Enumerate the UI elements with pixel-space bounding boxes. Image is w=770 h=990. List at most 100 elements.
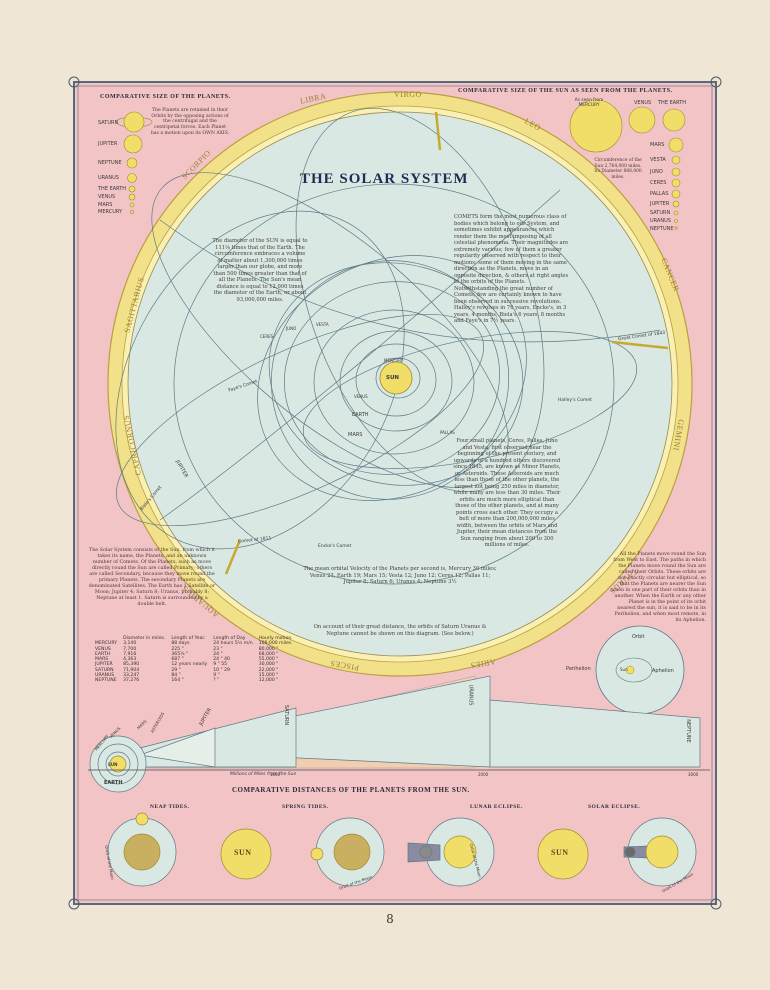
table-cell: 84 " xyxy=(171,672,181,678)
page-number: 8 xyxy=(386,912,394,926)
table-cell: 10 " 29 xyxy=(213,667,230,673)
comet-tails xyxy=(224,111,669,575)
table-cell: SATURN xyxy=(95,667,114,673)
orbit-diagram-orbit: Orbit xyxy=(632,634,645,640)
label-halleys-comet: Halley's Comet xyxy=(558,398,592,403)
table-header: Hourly motion. xyxy=(258,636,293,641)
table-cell: 80,000 " xyxy=(258,646,279,652)
sun-size-circles xyxy=(569,99,686,230)
sun-size-venus: VENUS xyxy=(634,100,652,106)
orbits xyxy=(115,107,661,585)
central-sun xyxy=(379,361,413,395)
distance-sun: SUN xyxy=(108,762,118,767)
table-cell: 109,000 miles xyxy=(258,641,292,647)
table-cell: 71,904 xyxy=(123,667,140,673)
label-mercury: MERCURY xyxy=(384,358,404,363)
table-header-row: Diameter in miles. Length of Year. Lengt… xyxy=(92,636,296,641)
sun-size-pallas: PALLAS xyxy=(650,191,669,197)
label-mars: MARS xyxy=(348,432,363,438)
lunar-eclipse-label: LUNAR ECLIPSE. xyxy=(470,804,523,810)
table-cell: 164 " xyxy=(171,678,184,684)
distances-header: COMPARATIVE DISTANCES OF THE PLANETS FRO… xyxy=(232,786,470,794)
table-cell: MARS xyxy=(95,657,109,663)
planets-retained-note: The Planets are retained in their Orbits… xyxy=(150,108,230,136)
sun-circumference-note: Circumference of the Sun 2,764,000 miles… xyxy=(594,158,642,180)
sun-size-juno: JUNO xyxy=(650,169,663,175)
sun-disk-label-2: SUN xyxy=(551,848,569,857)
velocity-paragraph: The mean orbital Velocity of the Planets… xyxy=(303,566,497,585)
label-juno: JUNO xyxy=(286,326,297,331)
distance-tick-3000: 3000 xyxy=(688,772,699,777)
zodiac-virgo: VIRGO xyxy=(394,90,422,99)
table-cell: 7,700 xyxy=(123,646,137,652)
table-cell: 33,247 xyxy=(123,672,140,678)
sun-size-saturn: SATURN xyxy=(650,210,671,216)
orbit-diagram-aphelion: Aphelion xyxy=(652,668,674,674)
sun-paragraph: The diameter of the SUN is equal to 111⅛… xyxy=(212,238,308,303)
size-label-jupiter: JUPITER xyxy=(98,141,118,147)
table-cell: 24 " 40 xyxy=(213,657,230,663)
label-venus: VENUS xyxy=(354,394,368,399)
size-label-mercury: MERCURY xyxy=(98,209,123,215)
table-cell: JUPITER xyxy=(95,662,113,668)
table-cell: 15,000 " xyxy=(258,672,279,678)
distance-uranus: URANUS xyxy=(467,684,474,706)
table-cell: 55,000 " xyxy=(258,657,279,663)
distance-tick-2000: 2000 xyxy=(478,772,489,777)
comets-paragraph: COMETS form the most numerous class of b… xyxy=(454,214,569,324)
label-ceres: CERES xyxy=(260,334,274,339)
table-header: Length of Day xyxy=(213,636,246,641)
sun-size-jupiter: JUPITER xyxy=(650,201,670,207)
size-label-neptune: NEPTUNE xyxy=(98,160,122,166)
label-vesta: VESTA xyxy=(316,322,329,327)
table-cell: 9 " xyxy=(213,672,220,678)
right-paragraph: All the Planets move round the Sun from … xyxy=(610,552,706,623)
distance-neptune: NEPTUNE xyxy=(684,719,691,743)
size-label-uranus: URANUS xyxy=(98,175,119,181)
table-cell: URANUS xyxy=(95,672,115,678)
table-cell: 24 hours 5½ m/n xyxy=(213,641,253,647)
table-cell: 22,000 " xyxy=(258,667,279,673)
table-cell: ? " xyxy=(213,678,220,684)
table-cell: 3,140 xyxy=(123,641,137,647)
table-cell: 30,000 " xyxy=(258,662,279,668)
label-enckes-comet: Encke's Comet xyxy=(318,544,352,549)
table-cell: 88 days xyxy=(171,641,190,647)
table-cell: 68,000 " xyxy=(258,651,279,657)
page-title: THE SOLAR SYSTEM xyxy=(300,171,469,187)
table-cell: 23 " xyxy=(213,646,223,652)
table-cell: 29 " xyxy=(171,667,181,673)
table-cell: 85,390 xyxy=(123,662,140,668)
table-cell: 12,000 " xyxy=(258,678,279,684)
table-cell: 687 " xyxy=(171,657,184,663)
sun-size-mars: MARS xyxy=(650,142,665,148)
size-label-saturn: SATURN xyxy=(98,120,119,126)
orbits-note: On account of their great distance, the … xyxy=(313,624,487,637)
spring-tides-label: SPRING TIDES. xyxy=(282,804,329,810)
table-row: MERCURY 3,140 88 days 24 hours 5½ m/n 109,00… xyxy=(92,641,296,646)
table-cell: 225 " xyxy=(171,646,184,652)
table-cell: 7,916 xyxy=(123,651,137,657)
label-earth: EARTH xyxy=(352,412,369,418)
table-cell: 12 years nearly xyxy=(171,662,208,668)
left-paragraph: The Solar System consists of the Sun, fr… xyxy=(88,548,216,607)
table-cell: MERCURY xyxy=(95,641,118,647)
label-pallas: PALLAS xyxy=(440,430,455,435)
table-row: MARS 4,363 687 " 24 " 40 55,000 " xyxy=(92,657,296,662)
solar-eclipse-label: SOLAR ECLIPSE. xyxy=(588,804,641,810)
table-header: Diameter in miles. xyxy=(123,636,166,641)
distance-tick-1000: 1000 xyxy=(270,772,281,777)
sun-size-mercury: As seen from MERCURY xyxy=(574,98,604,108)
corner-ornaments xyxy=(68,76,722,910)
table-cell: 24 " xyxy=(213,651,223,657)
table-cell: 4,363 xyxy=(123,657,137,663)
table-cell: 365¼ " xyxy=(171,651,189,657)
size-label-venus: VENUS xyxy=(98,194,116,200)
distance-axis-label: Millions of Miles from the Sun xyxy=(230,772,297,777)
table-row: SATURN 71,904 29 " 10 " 29 22,000 " xyxy=(92,668,296,673)
sun-size-vesta: VESTA xyxy=(650,157,666,163)
